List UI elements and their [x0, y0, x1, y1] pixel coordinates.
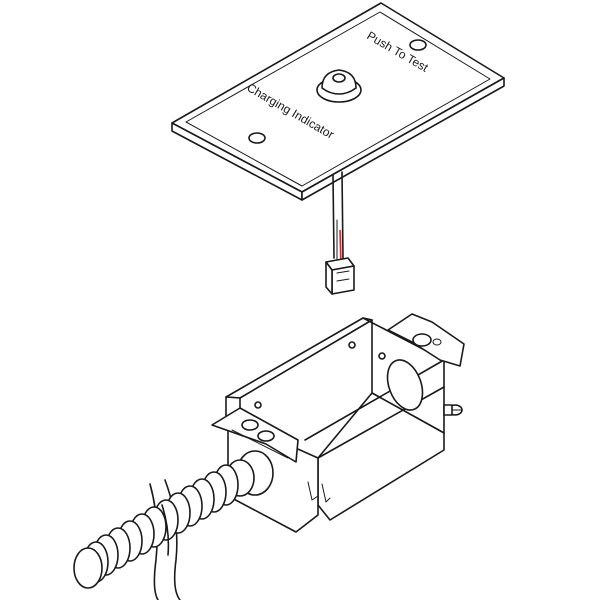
flexible-conduit-icon	[73, 450, 274, 600]
side-screw	[443, 404, 463, 416]
plate-screw-hole-top	[409, 39, 427, 51]
electrical-box	[211, 313, 465, 533]
mounting-ear-right	[387, 313, 465, 367]
indicator-cable	[332, 171, 344, 267]
plate-screw-hole-bottom	[248, 132, 266, 144]
wire-connector-icon	[325, 257, 355, 295]
mounting-ear-front	[211, 407, 299, 463]
wall-plate: Push To Test Charging Indicator	[171, 2, 505, 201]
knockout-hole	[386, 359, 424, 411]
push-button-icon	[316, 69, 362, 103]
